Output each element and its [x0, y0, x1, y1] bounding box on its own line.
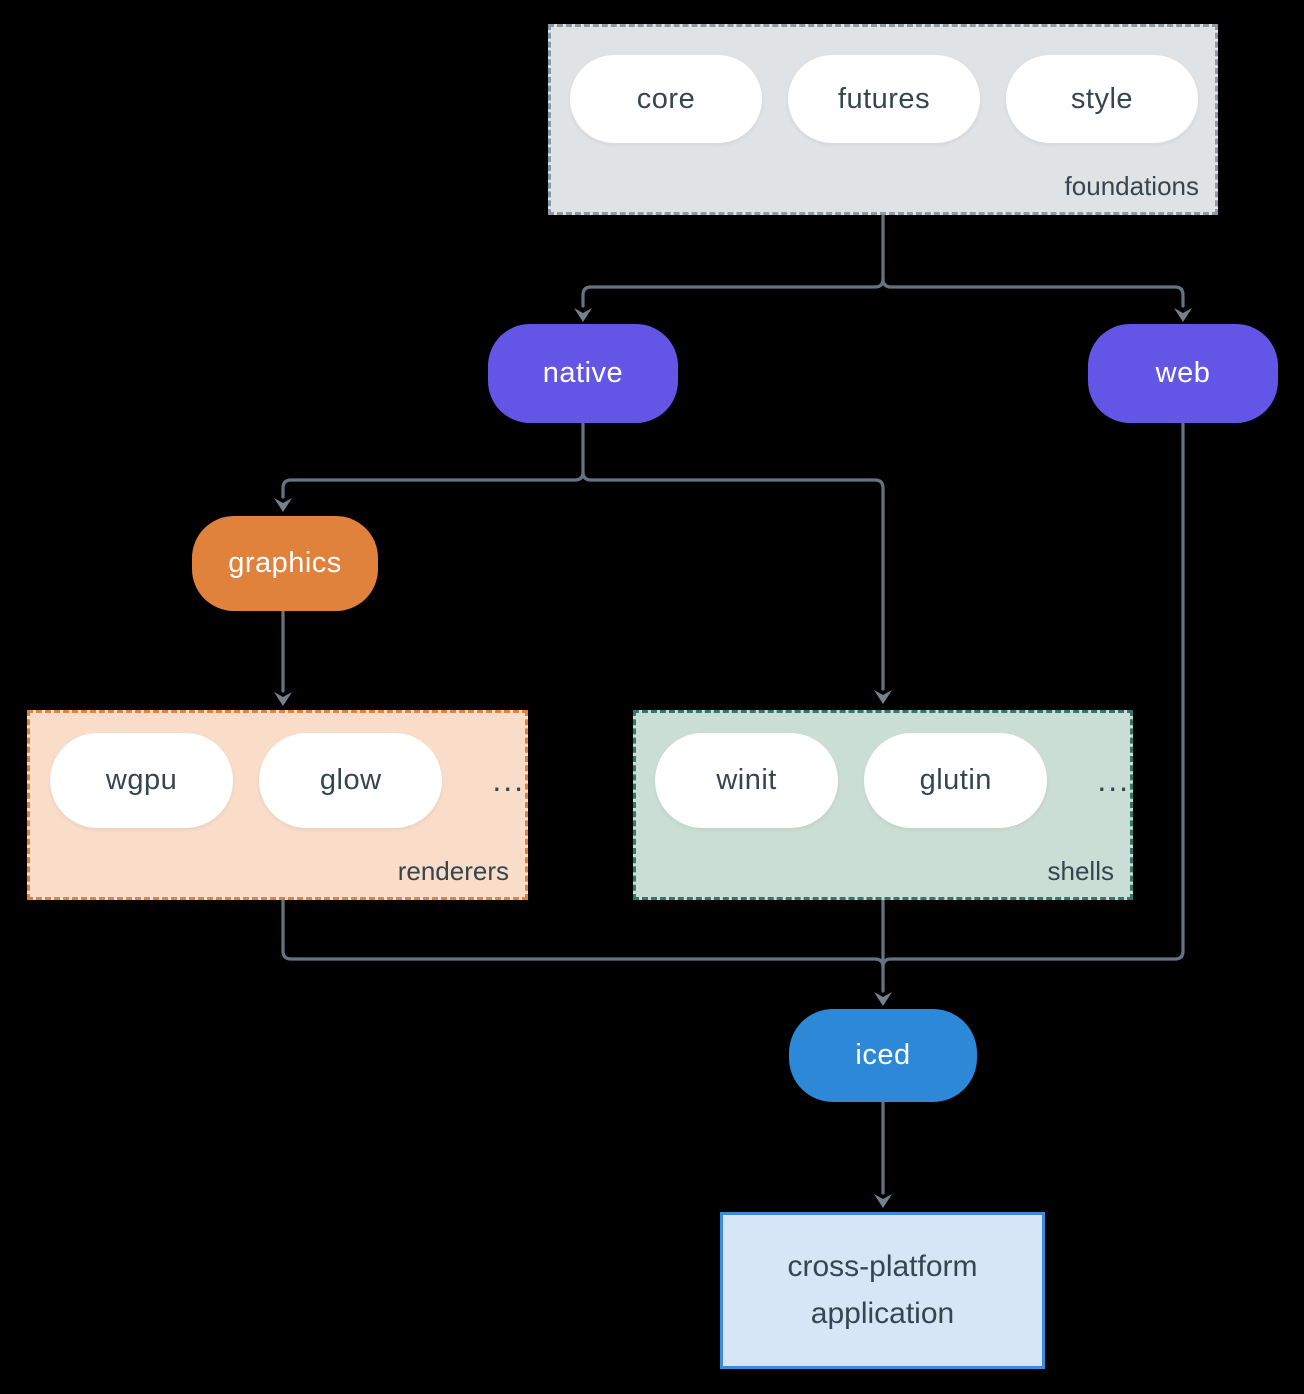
node-web-label: web [1155, 357, 1211, 389]
connector-native-shells [581, 470, 885, 691]
arrowhead-native [574, 308, 592, 322]
node-application-label: cross-platform application [787, 1250, 978, 1330]
connector-native-graphics [281, 422, 585, 499]
shells-group-label: shells [1047, 856, 1114, 886]
node-core-label: core [636, 82, 696, 115]
foundations-pills: core futures style [551, 27, 1215, 143]
node-winit: winit [655, 733, 839, 828]
node-native-label: native [542, 357, 624, 389]
node-glow: glow [259, 733, 443, 828]
foundations-group-label: foundations [1064, 171, 1199, 201]
node-wgpu-label: wgpu [105, 764, 178, 796]
node-web: web [1088, 324, 1278, 423]
node-core: core [570, 55, 762, 143]
node-native: native [488, 324, 678, 423]
renderers-group-label: renderers [397, 856, 509, 886]
node-graphics-label: graphics [228, 547, 342, 579]
arrowhead-iced [874, 992, 892, 1006]
renderers-pills: wgpu glow ... [30, 713, 525, 828]
connector-foundations-web [881, 277, 1185, 308]
node-application: cross-platform application [720, 1212, 1045, 1369]
foundations-group: core futures style foundations [548, 24, 1218, 215]
renderers-ellipsis: ... [492, 762, 525, 798]
node-iced: iced [789, 1009, 977, 1102]
connector-web-iced [881, 422, 1185, 969]
shells-pills: winit glutin ... [636, 713, 1130, 828]
connector-foundations-native [581, 214, 885, 308]
node-graphics: graphics [192, 516, 378, 611]
node-futures-label: futures [837, 82, 931, 115]
node-glutin: glutin [864, 733, 1048, 828]
renderers-group: wgpu glow ... renderers [27, 710, 528, 900]
shells-group: winit glutin ... shells [633, 710, 1133, 900]
arrowhead-application [874, 1194, 892, 1208]
connector-renderers-iced [281, 899, 885, 993]
node-winit-label: winit [716, 764, 777, 796]
node-iced-label: iced [855, 1039, 911, 1071]
node-futures: futures [788, 55, 980, 143]
arrowhead-web [1174, 308, 1192, 322]
node-wgpu: wgpu [50, 733, 234, 828]
node-style: style [1006, 55, 1198, 143]
arrowhead-shells [874, 690, 892, 704]
node-glutin-label: glutin [919, 764, 992, 796]
node-style-label: style [1070, 82, 1134, 115]
shells-ellipsis: ... [1097, 762, 1130, 798]
arrowhead-renderers [274, 692, 292, 706]
node-glow-label: glow [319, 764, 382, 796]
arrowhead-graphics [274, 498, 292, 512]
